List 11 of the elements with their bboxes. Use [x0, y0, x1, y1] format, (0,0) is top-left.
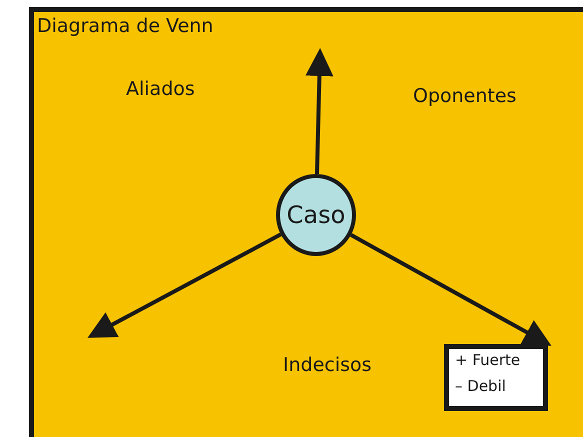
arrow — [87, 232, 282, 338]
node-text: + Fuerte — [455, 351, 522, 369]
node-text: – Debil — [455, 377, 507, 395]
strength-box — [444, 344, 548, 411]
region-label: Indecisos — [283, 354, 372, 376]
region-label: Aliados — [126, 78, 195, 100]
arrow — [305, 48, 334, 174]
node-text: Caso — [286, 201, 346, 229]
region-label: Oponentes — [413, 85, 516, 107]
arrow — [350, 233, 552, 346]
diagram-title: Diagrama de Venn — [37, 15, 214, 37]
